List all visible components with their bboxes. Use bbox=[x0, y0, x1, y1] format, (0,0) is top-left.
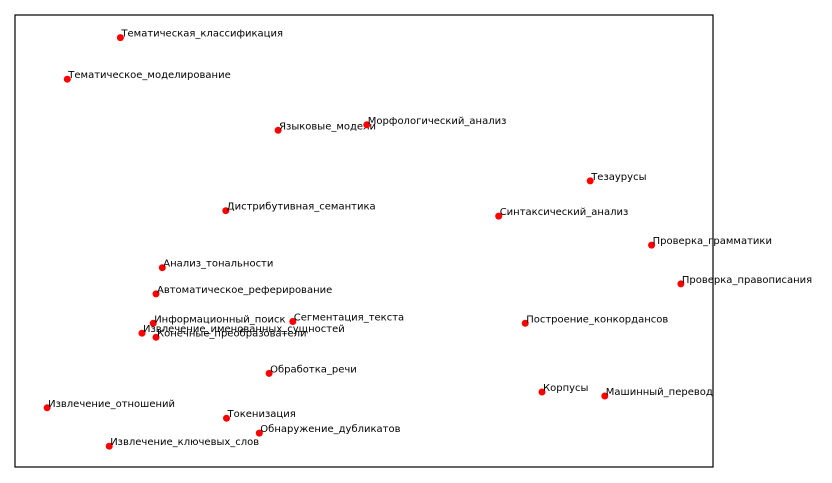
data-point: Сегментация_текста bbox=[289, 313, 404, 325]
point-marker bbox=[149, 319, 157, 327]
point-label: Дистрибутивная_семантика bbox=[227, 202, 376, 213]
point-label: Анализ_тональности bbox=[163, 259, 273, 270]
point-label: Извлечение_ключевых_слов bbox=[110, 437, 259, 448]
point-label: Языковые_модели bbox=[279, 121, 376, 132]
data-point: Тематическая_классификация bbox=[116, 29, 283, 42]
point-label: Корпусы bbox=[543, 383, 588, 394]
point-marker bbox=[43, 404, 51, 412]
point-label: Конечные_преобразователи bbox=[157, 328, 307, 339]
data-point: Обработка_речи bbox=[265, 364, 357, 377]
point-marker bbox=[158, 264, 166, 272]
data-point: Извлечение_ключевых_слов bbox=[105, 437, 259, 450]
point-label: Тематическое_моделирование bbox=[67, 70, 230, 81]
point-marker bbox=[265, 369, 273, 377]
data-point: Тематическое_моделирование bbox=[63, 70, 231, 83]
data-point: Дистрибутивная_семантика bbox=[222, 202, 376, 215]
point-label: Морфологический_анализ bbox=[368, 116, 507, 127]
point-label: Машинный_перевод bbox=[606, 387, 713, 398]
point-label: Тематическая_классификация bbox=[120, 29, 283, 40]
point-marker bbox=[289, 318, 297, 325]
point-label: Проверка_правописания bbox=[682, 275, 812, 286]
point-marker bbox=[222, 207, 230, 215]
data-point: Извлечение_именованных_сущностей bbox=[138, 324, 345, 337]
point-label: Синтаксический_анализ bbox=[500, 207, 629, 218]
point-marker bbox=[152, 333, 160, 341]
point-marker bbox=[152, 290, 160, 298]
point-label: Информационный_поиск bbox=[154, 314, 285, 325]
data-point: Синтаксический_анализ bbox=[495, 207, 628, 220]
data-point: Корпусы bbox=[538, 383, 588, 396]
point-marker bbox=[255, 429, 263, 437]
data-point: Токенизация bbox=[223, 409, 296, 422]
data-point: Проверка_грамматики bbox=[648, 236, 772, 249]
point-label: Проверка_грамматики bbox=[653, 236, 772, 247]
point-label: Извлечение_именованных_сущностей bbox=[143, 324, 345, 335]
data-point: Построение_конкордансов bbox=[521, 314, 668, 327]
data-point: Конечные_преобразователи bbox=[152, 328, 307, 341]
data-point: Тезаурусы bbox=[586, 172, 646, 185]
point-marker bbox=[586, 177, 594, 185]
point-label: Построение_конкордансов bbox=[526, 314, 668, 325]
point-marker bbox=[105, 442, 113, 450]
point-label: Обработка_речи bbox=[270, 364, 357, 375]
points-layer: Тематическая_классификацияТематическое_м… bbox=[43, 29, 812, 450]
point-label: Тезаурусы bbox=[590, 172, 646, 183]
point-marker bbox=[116, 34, 124, 42]
data-point: Анализ_тональности bbox=[158, 259, 273, 272]
point-label: Извлечение_отношений bbox=[48, 399, 175, 410]
data-point: Извлечение_отношений bbox=[43, 399, 175, 412]
point-label: Токенизация bbox=[227, 409, 296, 420]
point-marker bbox=[521, 319, 529, 327]
point-marker bbox=[223, 414, 230, 422]
point-marker bbox=[63, 75, 71, 83]
point-label: Сегментация_текста bbox=[294, 313, 404, 324]
data-point: Морфологический_анализ bbox=[363, 116, 506, 129]
plot-frame bbox=[14, 14, 714, 468]
data-point: Машинный_перевод bbox=[601, 387, 713, 400]
point-marker bbox=[138, 329, 146, 337]
point-label: Автоматическое_реферирование bbox=[157, 285, 332, 296]
point-marker bbox=[495, 212, 503, 220]
data-point: Проверка_правописания bbox=[677, 275, 812, 288]
point-label: Обнаружение_дубликатов bbox=[260, 424, 400, 435]
point-marker bbox=[677, 280, 685, 288]
data-point: Языковые_модели bbox=[274, 121, 376, 134]
data-point: Автоматическое_реферирование bbox=[152, 285, 332, 298]
data-point: Информационный_поиск bbox=[149, 314, 285, 327]
point-marker bbox=[538, 388, 546, 396]
point-marker bbox=[648, 241, 656, 249]
data-point: Обнаружение_дубликатов bbox=[255, 424, 401, 437]
point-marker bbox=[363, 121, 371, 129]
point-marker bbox=[601, 392, 609, 400]
point-marker bbox=[274, 126, 282, 134]
